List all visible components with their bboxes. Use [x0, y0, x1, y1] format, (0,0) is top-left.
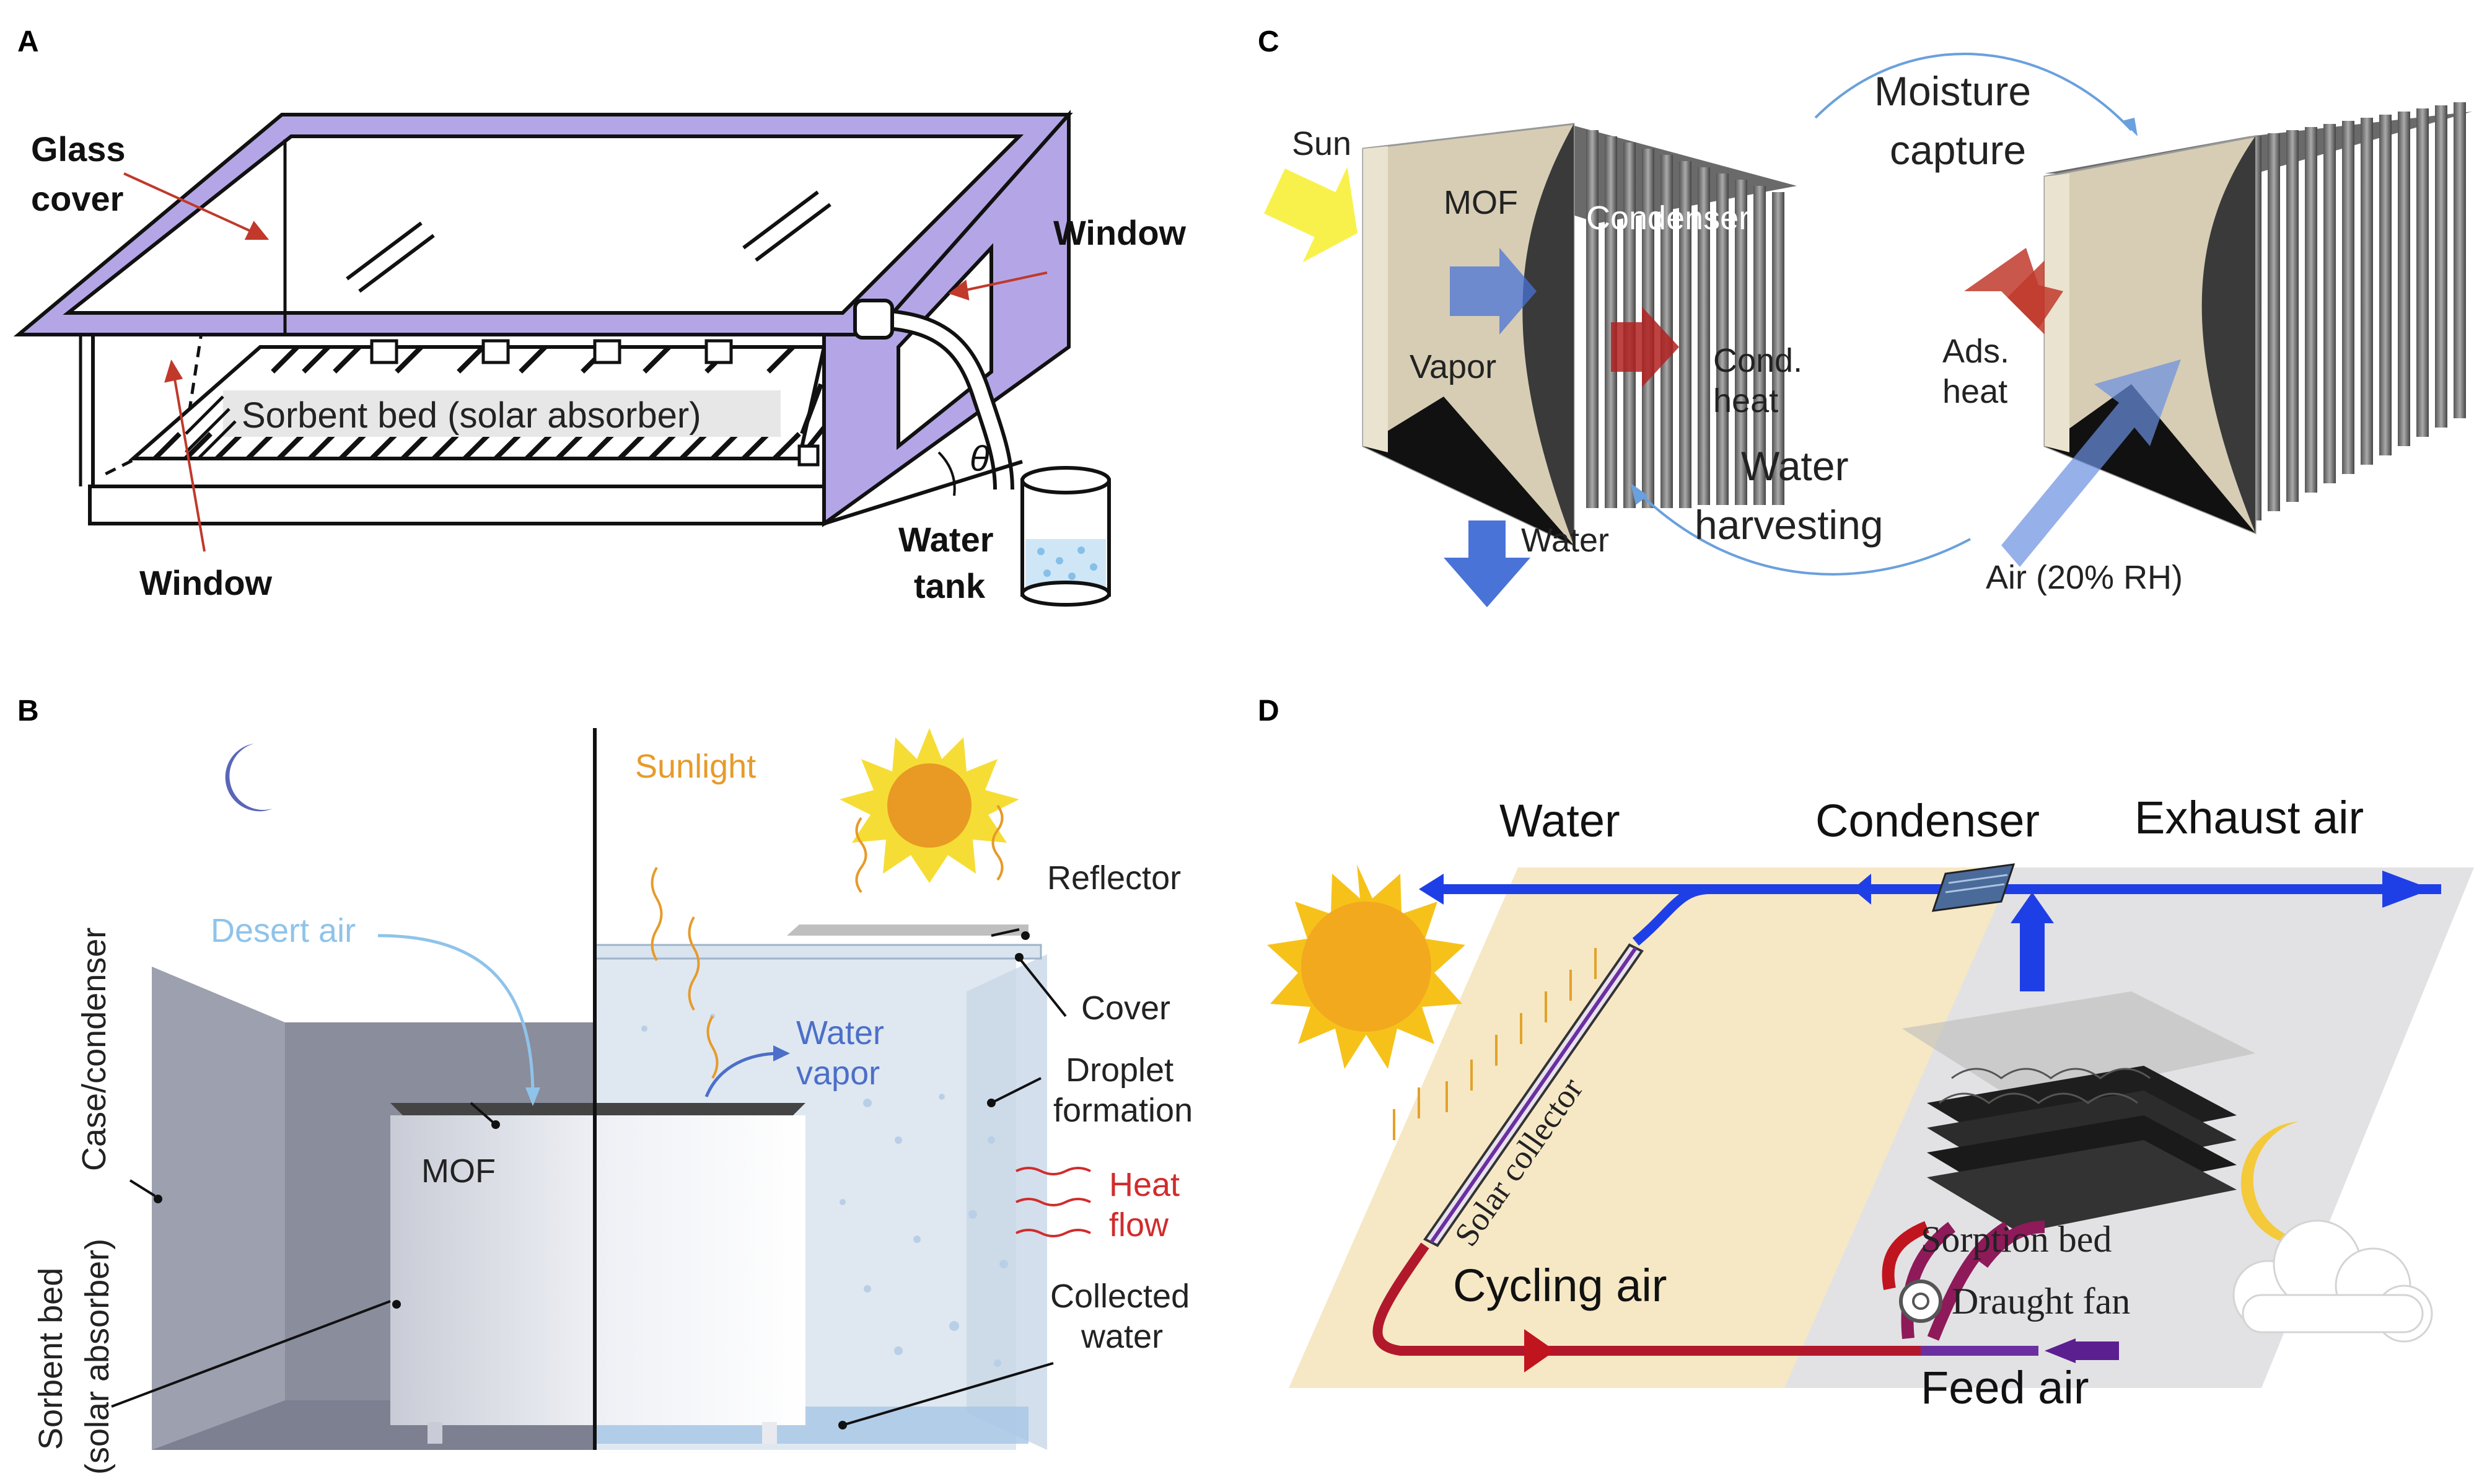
air-arrow	[2001, 359, 2181, 567]
moisture-capture-arc	[1814, 53, 2133, 131]
cover-label: Cover	[1081, 990, 1170, 1027]
sorption-bed	[1902, 991, 2255, 1233]
sun-icon	[840, 728, 1019, 883]
desert-air-label: Desert air	[211, 912, 356, 949]
air-label: Air (20% RH)	[1986, 559, 2183, 596]
sun-icon	[1267, 864, 1465, 1069]
left-module	[1362, 123, 1797, 547]
water-vapor-arrow	[704, 1052, 781, 1097]
panel-a-letter: A	[17, 25, 39, 58]
collector-to-top-pipe	[1632, 884, 1711, 946]
feed-air-label: Feed air	[1921, 1362, 2089, 1413]
water-arrow-head	[1419, 874, 1444, 905]
water-vapor-label-1: Water	[796, 1014, 884, 1052]
glass-cover-label-2: cover	[31, 179, 123, 218]
water-harvesting-label-2: harvesting	[1695, 502, 1884, 548]
cycling-air-label: Cycling air	[1453, 1260, 1667, 1311]
mof-box-front	[390, 1115, 805, 1425]
panel-a-solar-box-diagram: Sorbent bed (solar absorber) θ Glass	[13, 110, 1187, 607]
condenser-label: Condenser	[1815, 795, 2040, 846]
draught-fan-label: Draught fan	[1952, 1281, 2130, 1322]
solar-rays	[1393, 948, 1597, 1140]
cycling-arrow-head	[1524, 1329, 1555, 1372]
left-window-hatch	[185, 395, 237, 460]
drain-nozzle	[853, 299, 894, 340]
sun-arrow	[1264, 167, 1358, 263]
sorbent-bed-label-1: Sorbent bed	[32, 1268, 69, 1450]
droplet-formation-label-1: Droplet	[1066, 1052, 1173, 1089]
mof-label: MOF	[1444, 184, 1518, 221]
water-tank-label-2: tank	[914, 566, 986, 605]
condenser-label: Condenser	[1586, 200, 1750, 237]
collected-water-label-2: water	[1081, 1318, 1163, 1355]
glass-cover-label-1: Glass	[31, 130, 126, 169]
heat-flow-arrows	[1015, 1167, 1091, 1237]
panel-d-solar-system-diagram: Solar collector	[1267, 792, 2474, 1413]
exhaust-air-label: Exhaust air	[2134, 792, 2364, 843]
glass-cover-pane	[63, 134, 1024, 315]
mof-label: MOF	[421, 1153, 496, 1190]
water-harvesting-arc	[1634, 488, 1971, 576]
cover-lid	[594, 944, 1042, 960]
cycling-air-pipe	[1372, 1242, 2020, 1356]
reflector	[787, 924, 1029, 936]
sorbent-bed-label: Sorbent bed (solar absorber)	[242, 395, 701, 436]
draught-fan-icon	[1899, 1280, 1942, 1323]
left-mof-edge	[1363, 146, 1388, 452]
moisture-capture-label-1: Moisture	[1874, 68, 2031, 114]
window-left-label: Window	[139, 563, 273, 602]
feed-air-arrow-head	[2045, 1338, 2076, 1363]
case-left-wall	[152, 967, 285, 1450]
sorbent-bed-tabs	[370, 339, 820, 467]
panel-c-mof-cycle-diagram: Sun Moisture capture MOF Condenser Vapor…	[1264, 53, 2472, 607]
reflector-label: Reflector	[1047, 859, 1181, 897]
water-harvesting-label-1: Water	[1741, 443, 1849, 489]
ads-heat-label-2: heat	[1942, 373, 2007, 410]
water-label: Water	[1521, 522, 1609, 559]
collected-water-label-1: Collected	[1050, 1278, 1190, 1315]
right-module-fins	[2249, 102, 2466, 520]
theta-label: θ	[970, 439, 989, 479]
case-condenser-label: Case/condenser	[76, 928, 113, 1171]
sorbent-bed-label-2: (solar absorber)	[79, 1239, 116, 1475]
sun-label: Sun	[1292, 125, 1351, 162]
condenser-unit	[1931, 863, 2016, 912]
panel-c-letter: C	[1258, 25, 1279, 58]
vapor-arrow	[1450, 248, 1537, 335]
water-tank	[1020, 466, 1111, 607]
moon-icon	[2240, 1122, 2330, 1245]
right-box-side	[967, 954, 1047, 1450]
moisture-capture-label-2: capture	[1890, 127, 2026, 173]
desert-air-arrow	[377, 934, 535, 1097]
cloud-icon	[2232, 1219, 2433, 1343]
panel-b-mof-box-diagram: Sunlight Reflector Cover Desert air Wate…	[32, 728, 1193, 1475]
sorption-bed-label: Sorption bed	[1921, 1219, 2112, 1260]
heat-flow-label-1: Heat	[1109, 1166, 1180, 1203]
water-vapor-label-2: vapor	[796, 1055, 880, 1092]
vapor-label: Vapor	[1410, 348, 1496, 385]
base-plate	[88, 485, 826, 525]
sunlight-label: Sunlight	[635, 748, 756, 785]
ads-heat-label-1: Ads.	[1942, 333, 2009, 370]
right-module	[2043, 102, 2472, 535]
water-label: Water	[1499, 795, 1620, 846]
droplets	[641, 1014, 1008, 1367]
heat-flow-label-2: flow	[1109, 1206, 1169, 1244]
cond-heat-label-1: Cond.	[1713, 342, 1802, 379]
water-arrow	[1444, 520, 1530, 607]
water-tank-label-1: Water	[898, 520, 994, 559]
window-right-label: Window	[1053, 213, 1187, 252]
droplet-formation-label-2: formation	[1053, 1092, 1193, 1129]
cond-heat-label-2: heat	[1713, 382, 1778, 419]
panel-d-letter: D	[1258, 695, 1279, 727]
exhaust-arrow-head	[2382, 871, 2432, 908]
cond-heat-arrow	[1611, 307, 1679, 387]
sunlight-waves	[651, 804, 1004, 1079]
panel-b-letter: B	[17, 695, 39, 727]
moon-icon	[225, 744, 273, 812]
sorbent-bed-label-bg	[223, 390, 781, 437]
